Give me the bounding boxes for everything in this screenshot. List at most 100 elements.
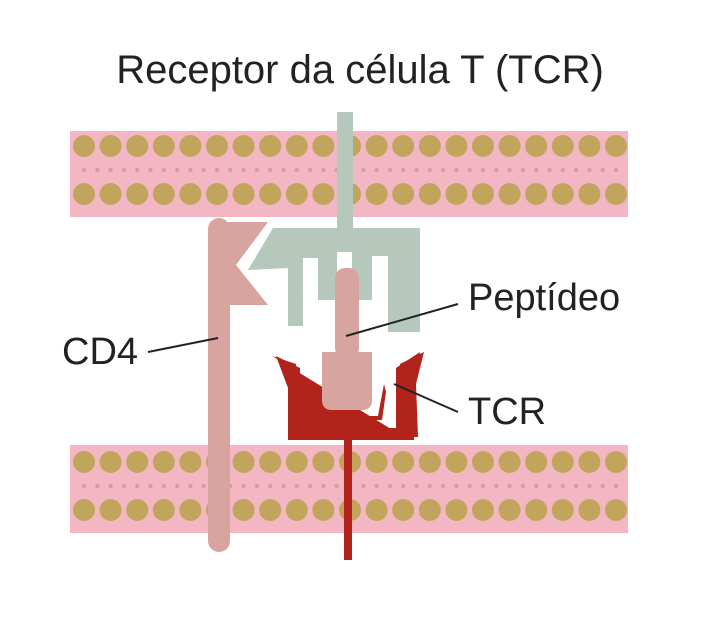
diagram-title: Receptor da célula T (TCR) (116, 48, 604, 92)
cd4-coreceptor (208, 218, 268, 552)
lipid-head (99, 451, 122, 473)
lipid-head (285, 135, 308, 157)
tcr-receptor (272, 352, 424, 560)
lipid-tail-dot (560, 167, 565, 173)
lipid-tail-dot (188, 483, 193, 489)
lipid-tail-dot (307, 167, 313, 173)
lipid-head (73, 451, 95, 473)
lipid-tail-dot (241, 483, 246, 489)
tcr-cup (272, 352, 424, 437)
lipid-head (525, 135, 548, 157)
lipid-tail-dot (480, 167, 486, 173)
lipid-head (99, 499, 122, 521)
lipid-tail-dot (268, 483, 273, 489)
lipid-tail-dot (214, 167, 220, 173)
lipid-tail-dot (454, 167, 459, 173)
lipid-head (498, 183, 521, 205)
lipid-tail-dot (573, 167, 579, 173)
cd4-leader-line (147, 337, 219, 353)
lipid-head (392, 451, 415, 473)
lipid-tail-dot (494, 483, 499, 489)
lipid-head (312, 183, 335, 205)
lipid-tail-dot (547, 167, 552, 173)
lipid-head (99, 135, 122, 157)
lipid-tail-dot (321, 483, 326, 489)
lipid-tail-dot (600, 167, 605, 173)
lipid-head (525, 183, 548, 205)
lipid-head (445, 183, 468, 205)
lipid-tail-dot (401, 483, 406, 489)
lipid-head (578, 135, 601, 157)
lipid-head (259, 135, 282, 157)
lipid-head (365, 183, 388, 205)
lipid-head (179, 499, 202, 521)
lipid-tail-dot (507, 167, 512, 173)
lipid-tail-dot (573, 483, 579, 489)
lipid-tail-dot (361, 483, 366, 489)
lipid-tail-dot (414, 483, 419, 489)
lipid-tail-dot (135, 167, 140, 173)
lipid-head (126, 499, 149, 521)
lipid-head (126, 451, 149, 473)
lipid-head (365, 451, 388, 473)
lipid-head (285, 451, 308, 473)
lipid-tail-dot (587, 167, 592, 173)
peptide (322, 268, 372, 410)
lipid-tail-dot (161, 483, 166, 489)
lipid-head (152, 499, 175, 521)
lipid-tail-dot (188, 167, 193, 173)
lipid-tail-dot (520, 483, 526, 489)
lipid-tail-dot (534, 167, 539, 173)
mhc-molecule (248, 112, 420, 332)
lipid-tail-dot (281, 483, 286, 489)
lipid-head (179, 135, 202, 157)
lipid-tail-dot (254, 483, 260, 489)
lipid-tail-dot (534, 483, 539, 489)
lipid-head (259, 451, 282, 473)
lipid-head (551, 183, 574, 205)
lipid-tail-dot (587, 483, 592, 489)
lipid-tail-dot (174, 167, 180, 173)
lipid-tail-dot (467, 167, 472, 173)
lipid-head (285, 499, 308, 521)
lipid-tail-dot (427, 167, 432, 173)
lipid-tail-dot (454, 483, 459, 489)
lipid-tail-dot (387, 483, 393, 489)
peptide-leader-line (345, 303, 459, 337)
lipid-head (578, 451, 601, 473)
lipid-head (312, 451, 335, 473)
lipid-head (445, 135, 468, 157)
lipid-tail-dot (480, 483, 486, 489)
lipid-head (179, 183, 202, 205)
lipid-tail-dot (148, 483, 153, 489)
lipid-head (525, 499, 548, 521)
lipid-head (259, 499, 282, 521)
lipid-head (206, 135, 228, 157)
lipid-head (551, 451, 574, 473)
lipid-head (392, 135, 415, 157)
lipid-head (472, 451, 494, 473)
lipid-tail-dot (613, 167, 619, 173)
lipid-tail-dot (148, 167, 153, 173)
lipid-head (578, 183, 601, 205)
lipid-tail-dot (108, 483, 113, 489)
lipid-tail-dot (81, 483, 87, 489)
lipid-tail-dot (254, 167, 260, 173)
lipid-tail-dot (161, 167, 166, 173)
lipid-head (525, 451, 548, 473)
lipid-head (312, 135, 335, 157)
lipid-head (605, 499, 627, 521)
lipid-head (418, 499, 441, 521)
lipid-tail-dot (95, 483, 100, 489)
cd4-stalk (208, 218, 230, 552)
lipid-tail-dot (321, 167, 326, 173)
lipid-head (73, 499, 95, 521)
lipid-head (99, 183, 122, 205)
lipid-tail-dot (121, 483, 127, 489)
lipid-tail-dot (294, 483, 299, 489)
lipid-tail-dot (81, 167, 87, 173)
lipid-head (312, 499, 335, 521)
lipid-head (418, 135, 441, 157)
lipid-head (551, 135, 574, 157)
